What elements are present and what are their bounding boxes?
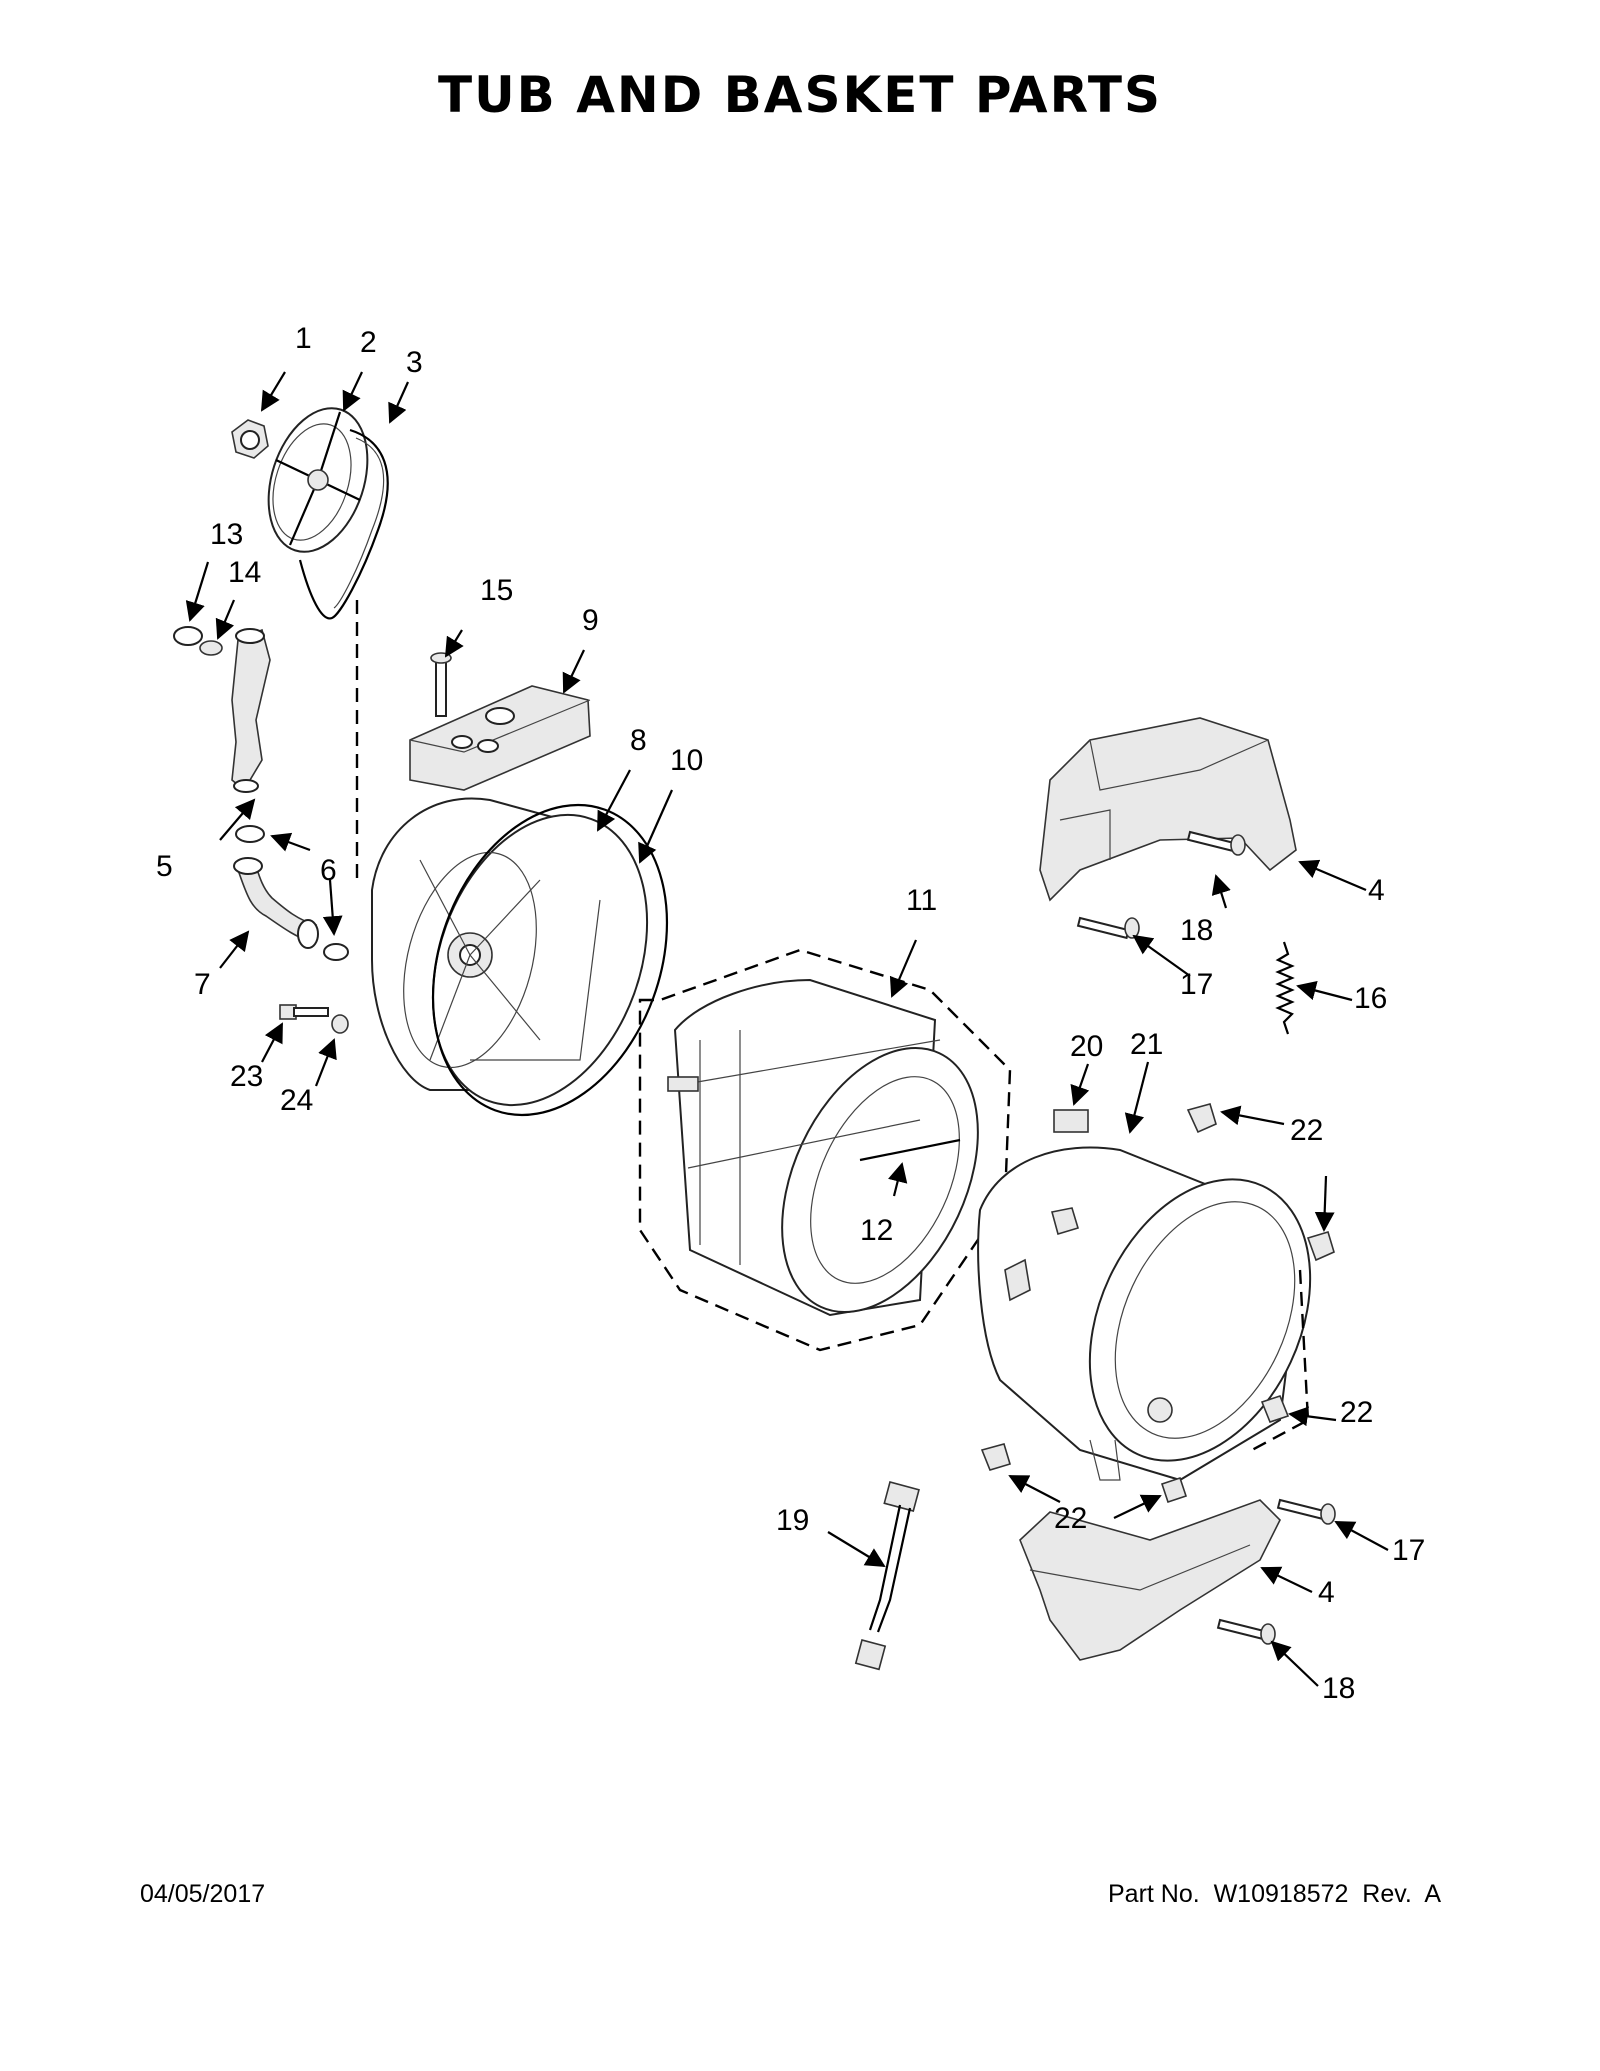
snubber-pad-part bbox=[980, 1103, 1335, 1504]
callout-4-upper: 4 bbox=[1368, 874, 1385, 907]
callout-16: 16 bbox=[1354, 982, 1387, 1015]
drain-hose-part bbox=[231, 628, 271, 793]
upper-weight-part bbox=[1039, 717, 1297, 902]
callout-18-lower: 18 bbox=[1322, 1672, 1355, 1705]
callout-22-a: 22 bbox=[1290, 1114, 1323, 1147]
part-number: Part No. W10918572 Rev. A bbox=[1108, 1880, 1442, 1908]
shock-absorber-part bbox=[854, 1481, 920, 1671]
callout-4-lower: 4 bbox=[1318, 1576, 1335, 1609]
callout-10: 10 bbox=[670, 744, 703, 777]
callout-17-lower: 17 bbox=[1392, 1534, 1425, 1567]
callout-17-upper: 17 bbox=[1180, 968, 1213, 1001]
callout-8: 8 bbox=[630, 724, 647, 757]
callout-7: 7 bbox=[194, 968, 211, 1001]
callout-6: 6 bbox=[320, 854, 337, 887]
upper-bolts-part bbox=[1076, 830, 1246, 940]
callout-14: 14 bbox=[228, 556, 261, 589]
callout-5: 5 bbox=[156, 850, 173, 883]
callout-2: 2 bbox=[360, 326, 377, 359]
callout-13: 13 bbox=[210, 518, 243, 551]
callout-20: 20 bbox=[1070, 1030, 1103, 1063]
callout-labels: 1 2 3 13 14 15 9 8 10 5 6 7 23 24 11 12 … bbox=[156, 322, 1425, 1705]
thermistor-part bbox=[279, 1004, 349, 1034]
spring-part bbox=[1275, 941, 1295, 1035]
callout-22-c: 22 bbox=[1054, 1502, 1087, 1535]
tub-bolt-part bbox=[430, 652, 452, 717]
callout-1: 1 bbox=[295, 322, 312, 355]
drive-belt-part bbox=[298, 428, 389, 620]
callout-15: 15 bbox=[480, 574, 513, 607]
basket-assembly-part bbox=[638, 948, 1012, 1352]
callout-18-upper: 18 bbox=[1180, 914, 1213, 947]
nut-part bbox=[231, 419, 269, 459]
callout-21: 21 bbox=[1130, 1028, 1163, 1061]
callout-9: 9 bbox=[582, 604, 599, 637]
revision-date: 04/05/2017 bbox=[140, 1880, 266, 1908]
rear-tub-part bbox=[371, 797, 649, 1107]
leader-arrows bbox=[185, 371, 1389, 1687]
hose-clamp-part bbox=[235, 825, 349, 961]
callout-3: 3 bbox=[406, 346, 423, 379]
callout-12: 12 bbox=[860, 1214, 893, 1247]
callout-19: 19 bbox=[776, 1504, 809, 1537]
drain-tube-part bbox=[233, 857, 319, 949]
callout-22-b: 22 bbox=[1340, 1396, 1373, 1429]
lower-bolts-part bbox=[1216, 1498, 1336, 1645]
page-title: TUB AND BASKET PARTS bbox=[437, 66, 1163, 124]
lower-weight-part bbox=[1019, 1499, 1281, 1661]
front-tub-part bbox=[977, 1109, 1312, 1482]
callout-23: 23 bbox=[230, 1060, 263, 1093]
hose-clamp-small-part bbox=[173, 626, 223, 656]
callout-24: 24 bbox=[280, 1084, 313, 1117]
drive-pulley-part bbox=[267, 407, 369, 553]
counterweight-part bbox=[409, 685, 591, 791]
snubber-alignment-line bbox=[1251, 1269, 1310, 1452]
callout-11: 11 bbox=[906, 884, 937, 917]
